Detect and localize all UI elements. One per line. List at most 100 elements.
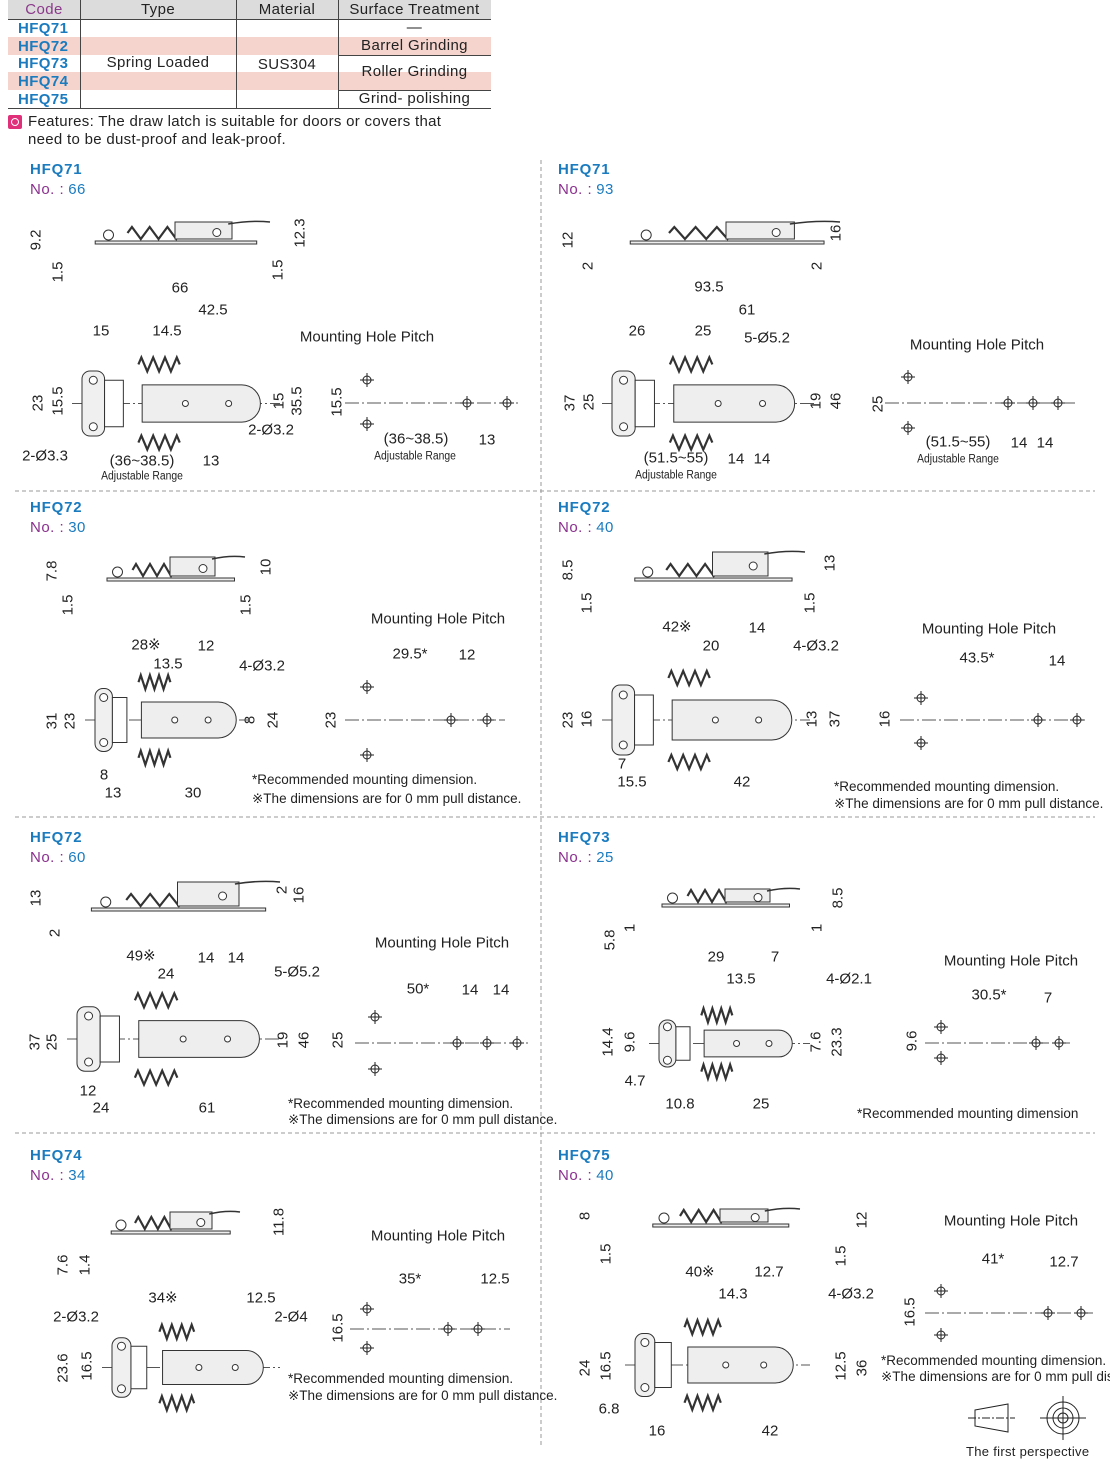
dimension-label: 1 bbox=[621, 923, 639, 933]
dimension-label: 10 bbox=[257, 558, 275, 576]
dimension-label: 61 bbox=[198, 1099, 216, 1117]
mounting-hole bbox=[618, 740, 628, 750]
dimension-label: 93.5 bbox=[694, 278, 724, 296]
dimension-label: 1.5 bbox=[832, 1245, 850, 1267]
number-value: 30 bbox=[68, 519, 86, 536]
body-hole bbox=[722, 1361, 730, 1369]
body-rivet bbox=[748, 561, 758, 571]
dimension-label: 8 bbox=[99, 766, 109, 784]
material-cell: SUS304 bbox=[257, 56, 317, 73]
dimension-label: 8 bbox=[241, 715, 259, 725]
dimension-label: 2-Ø3.3 bbox=[22, 447, 68, 465]
number-label: No. : bbox=[30, 849, 65, 866]
table-rule bbox=[80, 0, 81, 108]
dimension-label: 19 bbox=[807, 392, 825, 410]
table-row-highlight bbox=[8, 72, 491, 90]
base-plate bbox=[629, 240, 825, 245]
dimension-label: 7 bbox=[617, 755, 627, 773]
spring bbox=[686, 887, 731, 905]
header-code: Code bbox=[25, 1, 63, 18]
number-label: No. : bbox=[558, 1167, 593, 1184]
dimension-label: 14.4 bbox=[599, 1027, 617, 1057]
hook-pivot bbox=[667, 892, 678, 904]
number-value: 25 bbox=[596, 849, 614, 866]
mounting-hole bbox=[619, 422, 629, 432]
hook-loop bbox=[654, 1342, 672, 1388]
dimension-label: 19 bbox=[274, 1031, 292, 1049]
latch-body bbox=[162, 1350, 264, 1385]
dimension-label: 8.5 bbox=[559, 559, 577, 581]
pitch-dimension-label: 12.5 bbox=[480, 1270, 510, 1288]
plan-view bbox=[67, 990, 280, 1088]
dimension-label: 12 bbox=[197, 637, 215, 655]
dimension-label: 15 bbox=[270, 392, 288, 410]
header-type: Type bbox=[140, 1, 176, 18]
body-hole bbox=[733, 1040, 741, 1047]
dimension-label: 13.5 bbox=[153, 655, 183, 673]
dimension-label: 42※ bbox=[662, 618, 692, 636]
hook-loop bbox=[99, 1015, 120, 1063]
number-label: No. : bbox=[30, 181, 65, 198]
spring bbox=[134, 1214, 176, 1232]
dimension-label: 66 bbox=[171, 279, 189, 297]
pitch-dimension-label: 14 bbox=[1010, 434, 1028, 452]
product-number: No. :40 bbox=[558, 1167, 614, 1184]
dimension-label: 12 bbox=[559, 231, 577, 249]
mounting-hole bbox=[640, 1338, 650, 1347]
dimension-label: 1 bbox=[808, 923, 826, 933]
dimension-label: 1.5 bbox=[59, 594, 77, 616]
spring bbox=[133, 1067, 179, 1088]
plan-view bbox=[649, 1004, 810, 1083]
first-angle-projection-icon bbox=[968, 1396, 1086, 1440]
dimension-label: 29 bbox=[707, 948, 725, 966]
dimension-label: 34※ bbox=[148, 1289, 178, 1307]
hook-pivot bbox=[115, 1219, 127, 1231]
spring bbox=[137, 354, 181, 375]
surface-cell: Barrel Grinding bbox=[361, 37, 468, 54]
hook-loop bbox=[675, 1026, 691, 1061]
dimension-label: Adjustable Range bbox=[635, 469, 717, 482]
side-view bbox=[94, 220, 271, 245]
dimension-label: 23 bbox=[559, 711, 577, 729]
spring bbox=[158, 1321, 196, 1343]
footnote: *Recommended mounting dimension. bbox=[252, 772, 478, 787]
body-hole bbox=[714, 400, 722, 407]
side-view bbox=[110, 1210, 241, 1235]
latch-body bbox=[725, 221, 795, 240]
dimension-label: 37 bbox=[826, 710, 844, 728]
side-view bbox=[106, 555, 246, 582]
number-label: No. : bbox=[558, 519, 593, 536]
spring bbox=[668, 354, 714, 375]
dimension-label: 6.8 bbox=[598, 1400, 620, 1418]
pitch-dimension-label: (51.5~55) bbox=[925, 433, 991, 451]
spring bbox=[126, 225, 182, 241]
hook-pivot bbox=[640, 229, 652, 241]
spring bbox=[137, 671, 172, 693]
dimension-label: 28※ bbox=[131, 636, 161, 654]
hook-pivot bbox=[103, 229, 114, 241]
product-code: HFQ75 bbox=[558, 1147, 611, 1164]
dimension-label: 1.5 bbox=[801, 592, 819, 614]
dimension-label: 13 bbox=[202, 452, 220, 470]
mounting-hole bbox=[662, 1022, 672, 1032]
dimension-label: 12.7 bbox=[754, 1263, 784, 1281]
dimension-label: 7.6 bbox=[54, 1254, 72, 1276]
body-hole bbox=[225, 400, 233, 407]
footnote: *Recommended mounting dimension. bbox=[288, 1371, 514, 1386]
mounting-hole bbox=[88, 422, 98, 432]
mounting-hole bbox=[618, 690, 628, 700]
pitch-dimension-label: 14 bbox=[1036, 434, 1054, 452]
dimension-label: 37 bbox=[26, 1033, 44, 1051]
dimension-label: Adjustable Range bbox=[101, 470, 183, 483]
dimension-label: 42.5 bbox=[198, 301, 228, 319]
spring bbox=[700, 1060, 734, 1083]
base-plate bbox=[110, 1230, 231, 1235]
dimension-label: 13.5 bbox=[726, 970, 756, 988]
body-hole bbox=[181, 400, 189, 407]
hook-loop bbox=[130, 1345, 148, 1390]
body-rivet bbox=[771, 228, 781, 237]
dimension-label: 12 bbox=[79, 1082, 97, 1100]
dimension-label: 7.6 bbox=[807, 1031, 825, 1053]
dimension-label: 1.5 bbox=[49, 261, 67, 283]
dimension-label: 4-Ø3.2 bbox=[793, 637, 839, 655]
